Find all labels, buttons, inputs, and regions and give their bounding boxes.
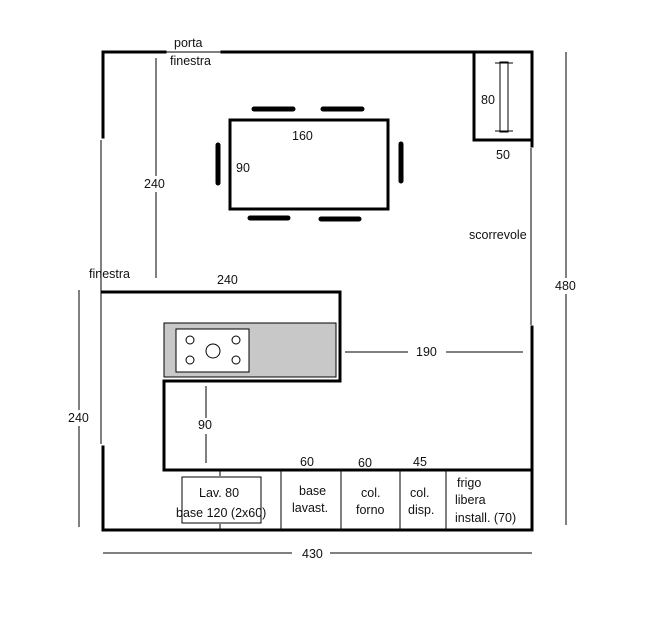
cabinet-width-label: 50 bbox=[496, 148, 510, 162]
bottom-total-label: 430 bbox=[302, 547, 323, 561]
burner-center bbox=[205, 343, 221, 359]
island-width-label: 240 bbox=[217, 273, 238, 287]
sliding-label: scorrevole bbox=[469, 228, 527, 242]
island-gap-label: 90 bbox=[198, 418, 212, 432]
right-gap-label: 190 bbox=[416, 345, 437, 359]
burner-top-left bbox=[185, 335, 195, 345]
cabinet-inner-bar bbox=[499, 61, 509, 133]
kitchen-counter-outline bbox=[101, 290, 534, 472]
burner-bottom-right bbox=[231, 355, 241, 365]
burner-bottom-left bbox=[185, 355, 195, 365]
dining-table bbox=[228, 118, 390, 211]
base-120-label: base 120 (2x60) bbox=[176, 506, 266, 520]
forno-label-2: forno bbox=[356, 503, 385, 517]
module-60b-label: 60 bbox=[358, 456, 372, 470]
disp-label-1: col. bbox=[410, 486, 429, 500]
left-upper-label: 240 bbox=[144, 177, 165, 191]
forno-label-1: col. bbox=[361, 486, 380, 500]
base-lav-label-2: lavast. bbox=[292, 501, 328, 515]
window-label: finestra bbox=[89, 267, 130, 281]
corner-cabinet bbox=[472, 50, 534, 142]
base-lav-label-1: base bbox=[299, 484, 326, 498]
module-60a-label: 60 bbox=[300, 455, 314, 469]
sink-outline bbox=[181, 476, 262, 524]
frigo-label-2: libera bbox=[455, 493, 486, 507]
dim-90-bg bbox=[196, 418, 216, 434]
door-window-label: finestra bbox=[170, 54, 211, 68]
disp-label-2: disp. bbox=[408, 503, 434, 517]
sink-label: Lav. 80 bbox=[199, 486, 239, 500]
cabinet-height-label: 80 bbox=[481, 93, 495, 107]
dim-480-bg bbox=[554, 278, 580, 294]
module-45-label: 45 bbox=[413, 455, 427, 469]
table-width-label: 160 bbox=[292, 129, 313, 143]
table-height-label: 90 bbox=[236, 161, 250, 175]
door-label: porta bbox=[174, 36, 203, 50]
burner-top-right bbox=[231, 335, 241, 345]
frigo-label-3: install. (70) bbox=[455, 511, 516, 525]
dim-240-bg bbox=[66, 410, 92, 426]
left-lower-label: 240 bbox=[68, 411, 89, 425]
dim-240-upper-bg bbox=[142, 176, 170, 192]
frigo-label-1: frigo bbox=[457, 476, 481, 490]
right-total-label: 480 bbox=[555, 279, 576, 293]
